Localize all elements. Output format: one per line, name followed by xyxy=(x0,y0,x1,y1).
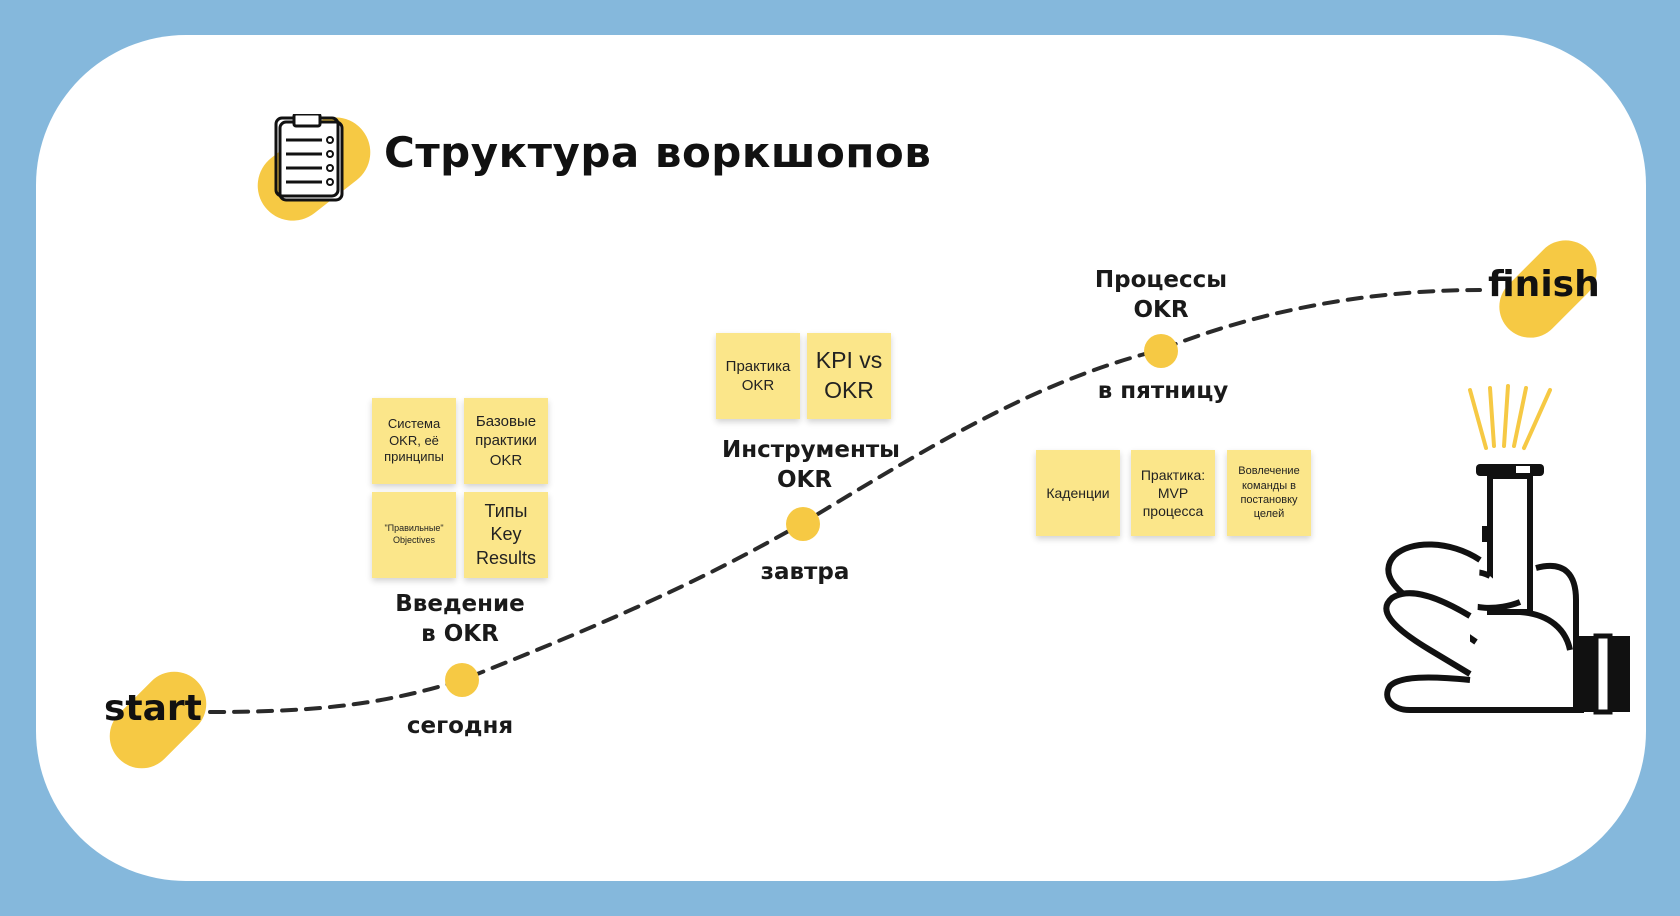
sticky-note: Типы Key Results xyxy=(464,492,548,578)
page-title: Структура воркшопов xyxy=(384,128,932,177)
start-label: start xyxy=(104,688,202,729)
sticky-note: Система OKR, её принципы xyxy=(372,398,456,484)
sticky-note: "Правильные" Objectives xyxy=(372,492,456,578)
hand-flashlight-icon xyxy=(1383,384,1630,715)
sticky-note: Практика OKR xyxy=(716,333,800,419)
sticky-note: Вовлечение команды в постановку целей xyxy=(1227,450,1311,536)
milestone-process-name: Процессы OKR xyxy=(1094,267,1228,323)
milestone-dot-process xyxy=(1144,334,1178,368)
milestone-intro-when: сегодня xyxy=(406,713,514,739)
sticky-note: Каденции xyxy=(1036,450,1120,536)
sticky-note: Практика: MVP процесса xyxy=(1131,450,1215,536)
sticky-note: Базовые практики OKR xyxy=(464,398,548,484)
sticky-note: KPI vs OKR xyxy=(807,333,891,419)
milestone-dot-tools xyxy=(786,507,820,541)
milestone-tools-name: Инструменты OKR xyxy=(722,437,900,493)
finish-label: finish xyxy=(1488,264,1600,305)
milestone-tools-when: завтра xyxy=(760,559,850,585)
milestone-process-when: в пятницу xyxy=(1097,378,1229,404)
clipboard-checklist-icon xyxy=(274,114,344,202)
milestone-intro-name: Введение в OKR xyxy=(395,591,525,647)
milestone-dot-intro xyxy=(445,663,479,697)
